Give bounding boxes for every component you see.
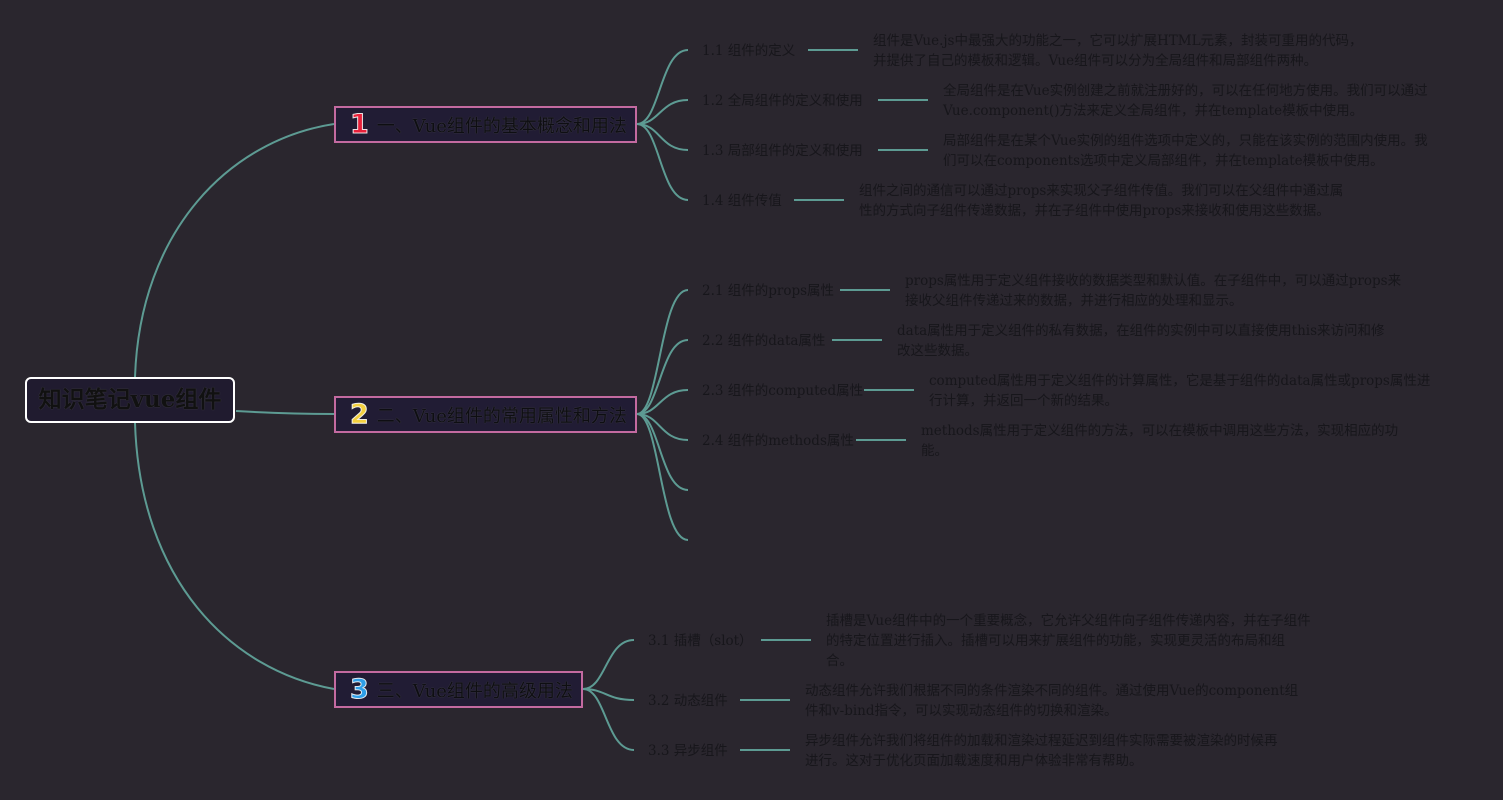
root-to-branch-1-line xyxy=(134,123,335,378)
branch-2-fork-6 xyxy=(636,413,689,541)
topic-1-4[interactable]: 1.4 组件传值 xyxy=(702,193,782,209)
topic-1-3[interactable]: 1.3 局部组件的定义和使用 xyxy=(702,143,863,159)
desc-line: 性的方式向子组件传递数据，并在子组件中使用props来接收和使用这些数据。 xyxy=(859,203,1330,219)
branch-label-3: 三、Vue组件的高级用法 xyxy=(376,680,573,702)
branch-node-2[interactable]: 2 二、Vue组件的常用属性和方法 xyxy=(334,396,637,433)
topic-3-1[interactable]: 3.1 插槽（slot） xyxy=(648,633,753,649)
desc-line: 全局组件是在Vue实例创建之前就注册好的，可以在任何地方使用。我们可以通过 xyxy=(943,83,1428,99)
topic-2-1[interactable]: 2.1 组件的props属性 xyxy=(702,283,835,299)
desc-line: methods属性用于定义组件的方法，可以在模板中调用这些方法，实现相应的功 xyxy=(921,423,1399,439)
root-to-branch-3-line xyxy=(134,422,335,690)
desc-line: Vue.component()方法来定义全局组件，并在template模板中使用… xyxy=(943,103,1364,119)
topic-1-3-desc: 局部组件是在某个Vue实例的组件选项中定义的，只能在该实例的范围内使用。我 们可… xyxy=(943,131,1428,171)
branch-3-fork-1 xyxy=(582,639,635,690)
branch-node-3[interactable]: 3 三、Vue组件的高级用法 xyxy=(334,671,583,708)
branch-2-fork-2 xyxy=(636,339,689,415)
topic-1-4-desc: 组件之间的通信可以通过props来实现父子组件传值。我们可以在父组件中通过属 性… xyxy=(859,181,1343,221)
topic-1-1[interactable]: 1.1 组件的定义 xyxy=(702,43,796,59)
root-node[interactable]: 知识笔记vue组件 xyxy=(25,377,235,423)
branch-2-fork-1 xyxy=(636,289,689,415)
desc-line: 组件之间的通信可以通过props来实现父子组件传值。我们可以在父组件中通过属 xyxy=(859,183,1344,199)
desc-line: 动态组件允许我们根据不同的条件渲染不同的组件。通过使用Vue的component… xyxy=(805,683,1299,699)
branch-number-2: 2 xyxy=(350,399,370,431)
desc-line: 能。 xyxy=(921,443,948,459)
branch-number-3: 3 xyxy=(350,674,370,706)
branch-1-fork-1 xyxy=(636,49,689,125)
topic-3-3[interactable]: 3.3 异步组件 xyxy=(648,743,728,759)
topic-3-3-desc: 异步组件允许我们将组件的加载和渲染过程延迟到组件实际需要被渲染的时候再 进行。这… xyxy=(805,731,1278,771)
branch-2-fork-3 xyxy=(636,389,689,415)
desc-line: 合。 xyxy=(826,653,853,669)
desc-line: computed属性用于定义组件的计算属性，它是基于组件的data属性或prop… xyxy=(929,373,1431,389)
desc-line: 组件是Vue.js中最强大的功能之一，它可以扩展HTML元素，封装可重用的代码， xyxy=(873,33,1363,49)
topic-2-4[interactable]: 2.4 组件的methods属性 xyxy=(702,433,854,449)
topic-1-2-desc: 全局组件是在Vue实例创建之前就注册好的，可以在任何地方使用。我们可以通过 Vu… xyxy=(943,81,1428,121)
desc-line: 的特定位置进行插入。插槽可以用来扩展组件的功能，实现更灵活的布局和组 xyxy=(826,633,1285,649)
topic-2-3[interactable]: 2.3 组件的computed属性 xyxy=(702,383,864,399)
topic-2-3-desc: computed属性用于定义组件的计算属性，它是基于组件的data属性或prop… xyxy=(929,371,1430,411)
desc-line: 件和v-bind指令，可以实现动态组件的切换和渲染。 xyxy=(805,703,1118,719)
desc-line: data属性用于定义组件的私有数据，在组件的实例中可以直接使用this来访问和修 xyxy=(897,323,1385,339)
topic-1-2[interactable]: 1.2 全局组件的定义和使用 xyxy=(702,93,863,109)
desc-line: 行计算，并返回一个新的结果。 xyxy=(929,393,1118,409)
topic-2-4-desc: methods属性用于定义组件的方法，可以在模板中调用这些方法，实现相应的功 能… xyxy=(921,421,1398,461)
root-to-branch-2-line xyxy=(235,410,335,415)
topic-2-2-desc: data属性用于定义组件的私有数据，在组件的实例中可以直接使用this来访问和修… xyxy=(897,321,1385,361)
branch-1-fork-4 xyxy=(636,123,689,201)
branch-3-fork-3 xyxy=(582,688,635,751)
desc-line: 并提供了自己的模板和逻辑。Vue组件可以分为全局组件和局部组件两种。 xyxy=(873,53,1318,69)
desc-line: 异步组件允许我们将组件的加载和渲染过程延迟到组件实际需要被渲染的时候再 xyxy=(805,733,1278,749)
branch-number-1: 1 xyxy=(350,109,370,141)
desc-line: 们可以在components选项中定义局部组件，并在template模板中使用。 xyxy=(943,153,1384,169)
topic-3-1-desc: 插槽是Vue组件中的一个重要概念，它允许父组件向子组件传递内容，并在子组件 的特… xyxy=(826,611,1311,671)
branch-2-fork-5 xyxy=(636,413,689,491)
branch-node-1[interactable]: 1 一、Vue组件的基本概念和用法 xyxy=(334,106,637,143)
topic-3-2-desc: 动态组件允许我们根据不同的条件渲染不同的组件。通过使用Vue的component… xyxy=(805,681,1298,721)
desc-line: 插槽是Vue组件中的一个重要概念，它允许父组件向子组件传递内容，并在子组件 xyxy=(826,613,1311,629)
topic-2-1-desc: props属性用于定义组件接收的数据类型和默认值。在子组件中，可以通过props… xyxy=(905,271,1401,311)
desc-line: 接收父组件传递过来的数据，并进行相应的处理和显示。 xyxy=(905,293,1243,309)
desc-line: 进行。这对于优化页面加载速度和用户体验非常有帮助。 xyxy=(805,753,1143,769)
desc-line: 改这些数据。 xyxy=(897,343,978,359)
branch-1-fork-2 xyxy=(636,99,689,125)
desc-line: props属性用于定义组件接收的数据类型和默认值。在子组件中，可以通过props… xyxy=(905,273,1402,289)
topic-1-1-desc: 组件是Vue.js中最强大的功能之一，它可以扩展HTML元素，封装可重用的代码，… xyxy=(873,31,1363,71)
desc-line: 局部组件是在某个Vue实例的组件选项中定义的，只能在该实例的范围内使用。我 xyxy=(943,133,1428,149)
branch-label-1: 一、Vue组件的基本概念和用法 xyxy=(376,115,627,137)
topic-2-2[interactable]: 2.2 组件的data属性 xyxy=(702,333,826,349)
branch-label-2: 二、Vue组件的常用属性和方法 xyxy=(376,405,627,427)
topic-3-2[interactable]: 3.2 动态组件 xyxy=(648,693,728,709)
